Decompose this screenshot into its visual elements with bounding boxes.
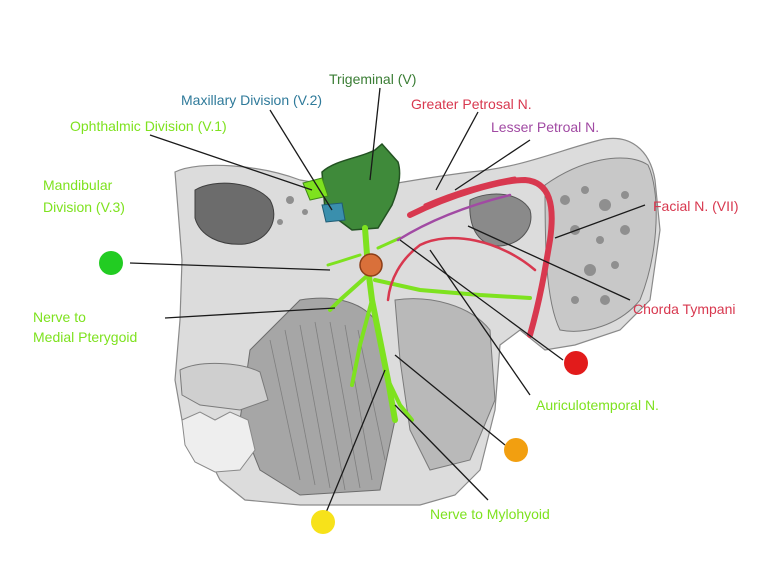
otic-ganglion bbox=[359, 253, 383, 277]
label-ophthalmic: Ophthalmic Division (V.1) bbox=[70, 118, 227, 134]
label-mylohyoid: Nerve to Mylohyoid bbox=[430, 506, 550, 522]
leader-facial bbox=[554, 204, 646, 239]
muscle-fibers bbox=[269, 321, 386, 491]
leader-medial-pterygoid bbox=[164, 307, 336, 319]
label-mandibular-line2: Division (V.3) bbox=[43, 199, 125, 215]
greater-petrosal-path bbox=[423, 176, 517, 207]
orange-marker bbox=[504, 438, 528, 462]
facial-nerve-system bbox=[386, 176, 555, 338]
leader-mylohyoid bbox=[394, 404, 489, 501]
label-auriculotemporal: Auriculotemporal N. bbox=[536, 397, 659, 413]
yellow-marker bbox=[311, 510, 335, 534]
leader-green-marker bbox=[129, 262, 331, 271]
leader-red-marker bbox=[399, 239, 564, 361]
leader-lesser-petrosal bbox=[454, 139, 531, 191]
branch-small-right bbox=[376, 236, 402, 250]
leader-greater-petrosal bbox=[435, 111, 479, 191]
skull-illustration bbox=[174, 137, 661, 506]
branch-to-medial-pterygoid bbox=[328, 273, 370, 312]
leader-orange-marker bbox=[394, 354, 506, 446]
label-lesser-petrosal: Lesser Petroal N. bbox=[491, 119, 600, 135]
branch-lingual bbox=[350, 298, 374, 387]
facial-nerve-path bbox=[407, 176, 555, 338]
label-mandibular-line1: Mandibular bbox=[43, 177, 113, 193]
branch-small-left bbox=[326, 253, 362, 267]
leader-yellow-marker bbox=[324, 369, 386, 516]
bone-trabeculae bbox=[277, 186, 630, 305]
red-marker bbox=[564, 351, 588, 375]
ear-canal bbox=[469, 193, 532, 247]
label-greater-petrosal: Greater Petrosal N. bbox=[411, 96, 532, 112]
branch-mylohyoid bbox=[386, 378, 414, 422]
leader-auriculotemporal bbox=[429, 249, 531, 396]
branch-auriculotemporal bbox=[373, 278, 532, 300]
leader-lines bbox=[129, 87, 646, 516]
maxillary-division-shape bbox=[321, 202, 346, 223]
leader-maxillary bbox=[269, 109, 333, 211]
label-medial-pterygoid-line1: Nerve to bbox=[33, 309, 86, 325]
label-trigeminal: Trigeminal (V) bbox=[329, 71, 417, 87]
leader-trigeminal bbox=[369, 87, 381, 181]
chorda-tympani-path bbox=[386, 236, 537, 302]
green-marker bbox=[99, 251, 123, 275]
lesser-petrosal-path bbox=[396, 193, 512, 242]
orbit-cavity bbox=[194, 182, 275, 245]
leader-chorda-tympani bbox=[467, 225, 631, 301]
jaw-fragment bbox=[179, 363, 269, 411]
label-medial-pterygoid-line2: Medial Pterygoid bbox=[33, 329, 138, 345]
pterygoid-muscle bbox=[394, 298, 496, 471]
teeth-molars bbox=[181, 411, 256, 473]
label-maxillary: Maxillary Division (V.2) bbox=[181, 92, 323, 108]
label-medial-pterygoid: Nerve to Medial Pterygoid bbox=[33, 308, 137, 346]
label-mandibular: Mandibular Division (V.3) bbox=[43, 176, 125, 216]
mastoid-bone bbox=[544, 157, 657, 332]
label-chorda-tympani: Chorda Tympani bbox=[633, 301, 736, 317]
leader-ophthalmic bbox=[149, 134, 313, 191]
label-facial: Facial N. (VII) bbox=[653, 198, 739, 214]
